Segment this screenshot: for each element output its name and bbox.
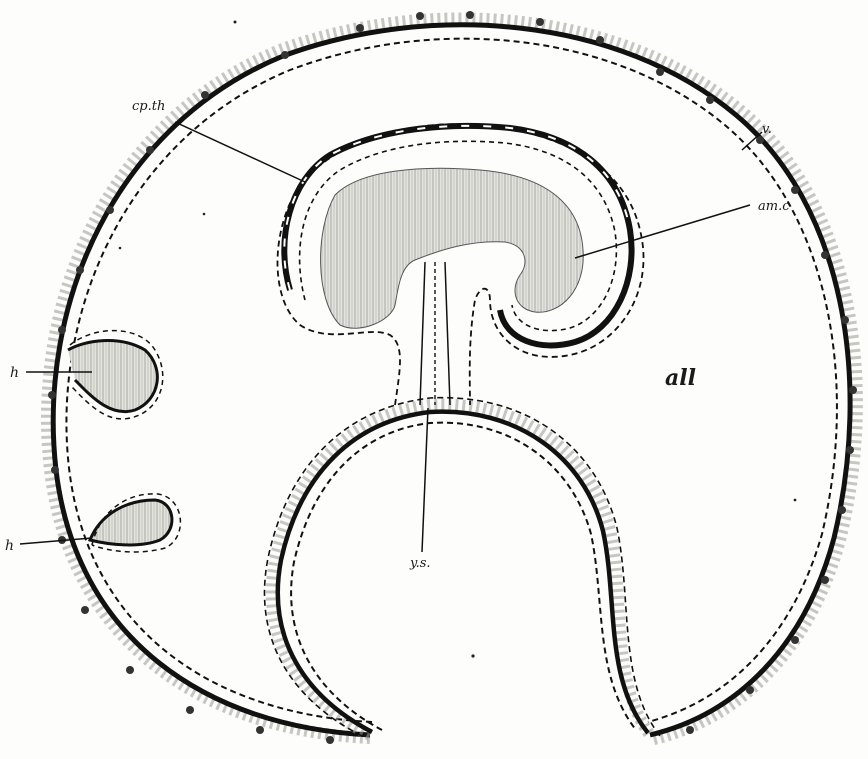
outer-dashed-line — [66, 39, 836, 722]
label-v: v. — [762, 122, 772, 137]
labels: cp.th v. am.c all h h y.s. — [5, 99, 790, 571]
print-specks — [119, 21, 797, 658]
yolk-sac-membrane — [278, 412, 648, 733]
label-y-s: y.s. — [409, 556, 431, 571]
label-h-lower: h — [5, 538, 14, 554]
outer-membrane — [53, 25, 850, 735]
label-cp-th: cp.th — [132, 99, 165, 114]
yolk-sac-villi — [272, 405, 650, 735]
embryo-body — [321, 168, 584, 328]
amniotic-region — [278, 124, 644, 405]
label-am-c: am.c — [758, 199, 790, 214]
leader-h-lower — [20, 538, 92, 544]
leader-cp-th — [175, 122, 305, 182]
leader-y-s — [422, 408, 428, 552]
leader-am-c — [575, 205, 750, 258]
label-all: all — [665, 365, 696, 391]
yolk-sac-wall — [264, 398, 660, 736]
outgrowth-upper — [68, 331, 163, 419]
label-h-upper: h — [10, 365, 19, 381]
outgrowth-lower — [90, 494, 180, 552]
